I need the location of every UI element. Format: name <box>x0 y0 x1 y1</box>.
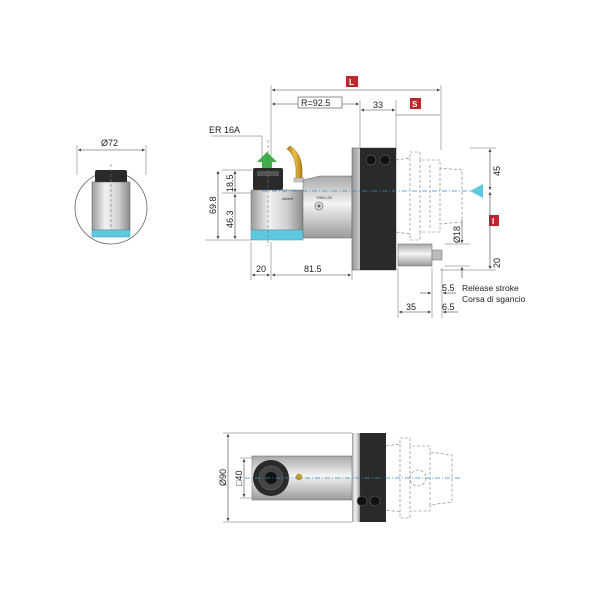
dim-6-5: 6.5 <box>442 302 455 312</box>
tag-S <box>410 98 421 109</box>
side-view-coolant-ring <box>91 229 131 238</box>
dim-d18: Ø18 <box>452 226 462 243</box>
green-arrow-stem <box>262 162 272 168</box>
flange-dark-plate <box>360 148 396 270</box>
dim-d90: Ø90 <box>218 469 228 486</box>
dim-20-right: 20 <box>492 258 502 268</box>
drive-pin <box>397 243 433 267</box>
dim-33: 33 <box>373 100 383 110</box>
coolant-nozzle <box>286 145 303 181</box>
tag-I-text: I <box>492 217 494 226</box>
label-er16a: ER 16A <box>209 125 240 135</box>
head-coolant-ring <box>250 229 304 241</box>
tag-L-text: L <box>349 78 354 87</box>
dim-R: R=92.5 <box>301 98 330 108</box>
holder-arm <box>302 175 353 239</box>
centerline-arrow <box>470 184 483 198</box>
top-view-brass-port <box>295 473 303 481</box>
dim-40: □40 <box>234 471 244 486</box>
dim-46-3: 46.3 <box>225 210 235 228</box>
note-release-it: Corsa di sgancio <box>462 294 526 304</box>
note-release-en: Release stroke <box>462 283 519 293</box>
dim-45: 45 <box>492 166 502 176</box>
dim-18-5: 18.5 <box>225 174 235 192</box>
tag-L <box>346 76 358 87</box>
dim-r-box <box>297 96 343 109</box>
marking-model: THB-L20 <box>316 195 333 200</box>
dim-20-bottom: 20 <box>256 264 266 274</box>
dim-d72: Ø72 <box>101 138 118 148</box>
tag-I <box>489 215 499 226</box>
side-view: Ø72 <box>74 138 148 245</box>
green-direction-arrow <box>257 152 277 162</box>
dim-35: 35 <box>406 302 416 312</box>
top-view: Ø90 □40 <box>218 432 460 523</box>
dim-69-8: 69.8 <box>208 196 218 214</box>
dim-81-5: 81.5 <box>304 264 322 274</box>
tag-S-text: S <box>412 100 418 109</box>
marking-brand: Alberti <box>282 196 293 201</box>
front-view: L R=92.5 33 S ER 16A 18.5 69.8 46.3 <box>205 76 526 318</box>
dim-5-5: 5.5 <box>442 283 455 293</box>
head-body <box>250 189 304 231</box>
shank-outline <box>395 151 463 241</box>
